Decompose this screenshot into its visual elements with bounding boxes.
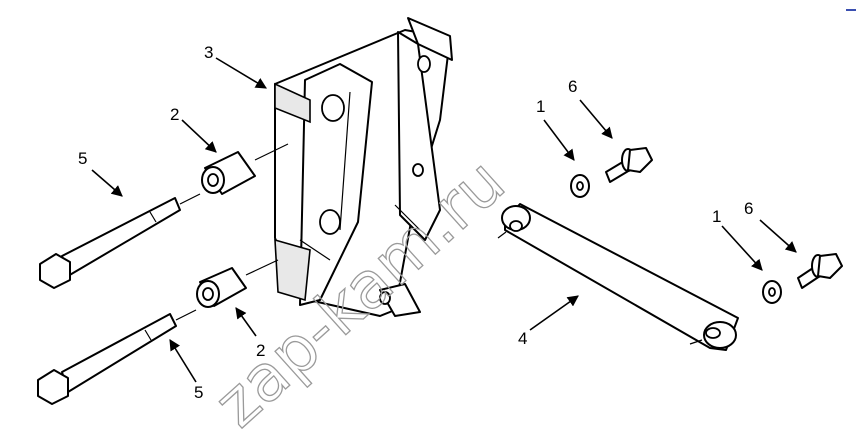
callout-label-5-lower: 5	[194, 383, 203, 402]
callout-arrow-2a	[181, 119, 217, 153]
callout-label-2-lower: 2	[256, 341, 265, 360]
callout-label-1-upper: 1	[536, 97, 545, 116]
spacer-lower-part-2	[196, 259, 279, 308]
callout-label-1-lower: 1	[712, 207, 721, 226]
callout-arrow-2b	[235, 307, 257, 337]
washer-lower-part-1	[762, 280, 782, 304]
callout-arrow-1a	[543, 119, 575, 161]
callout-label-3: 3	[204, 43, 213, 62]
callout-label-5-upper: 5	[78, 149, 87, 168]
callout-label-2-upper: 2	[170, 105, 179, 124]
spacer-upper-part-2	[201, 143, 289, 195]
callout-label-6-lower: 6	[744, 199, 753, 218]
callout-arrow-5b	[169, 339, 197, 383]
callout-label-4: 4	[518, 329, 527, 348]
callout-arrow-1b	[721, 225, 763, 271]
callout-arrow-6b	[759, 219, 797, 253]
callout-arrow-4	[529, 295, 579, 331]
bolt-upper-part-5	[39, 193, 201, 289]
bracket-part-3	[274, 17, 453, 317]
washer-upper-part-1	[570, 174, 590, 198]
callout-arrow-5a	[91, 169, 123, 197]
flange-bolt-lower-part-6	[797, 253, 843, 289]
callout-arrow-6a	[579, 99, 613, 139]
callout-arrow-3	[215, 57, 267, 89]
flange-bolt-upper-part-6	[605, 147, 653, 183]
callout-label-6-upper: 6	[568, 77, 577, 96]
bolt-lower-part-5	[37, 309, 197, 405]
link-arm-part-4	[497, 203, 739, 351]
